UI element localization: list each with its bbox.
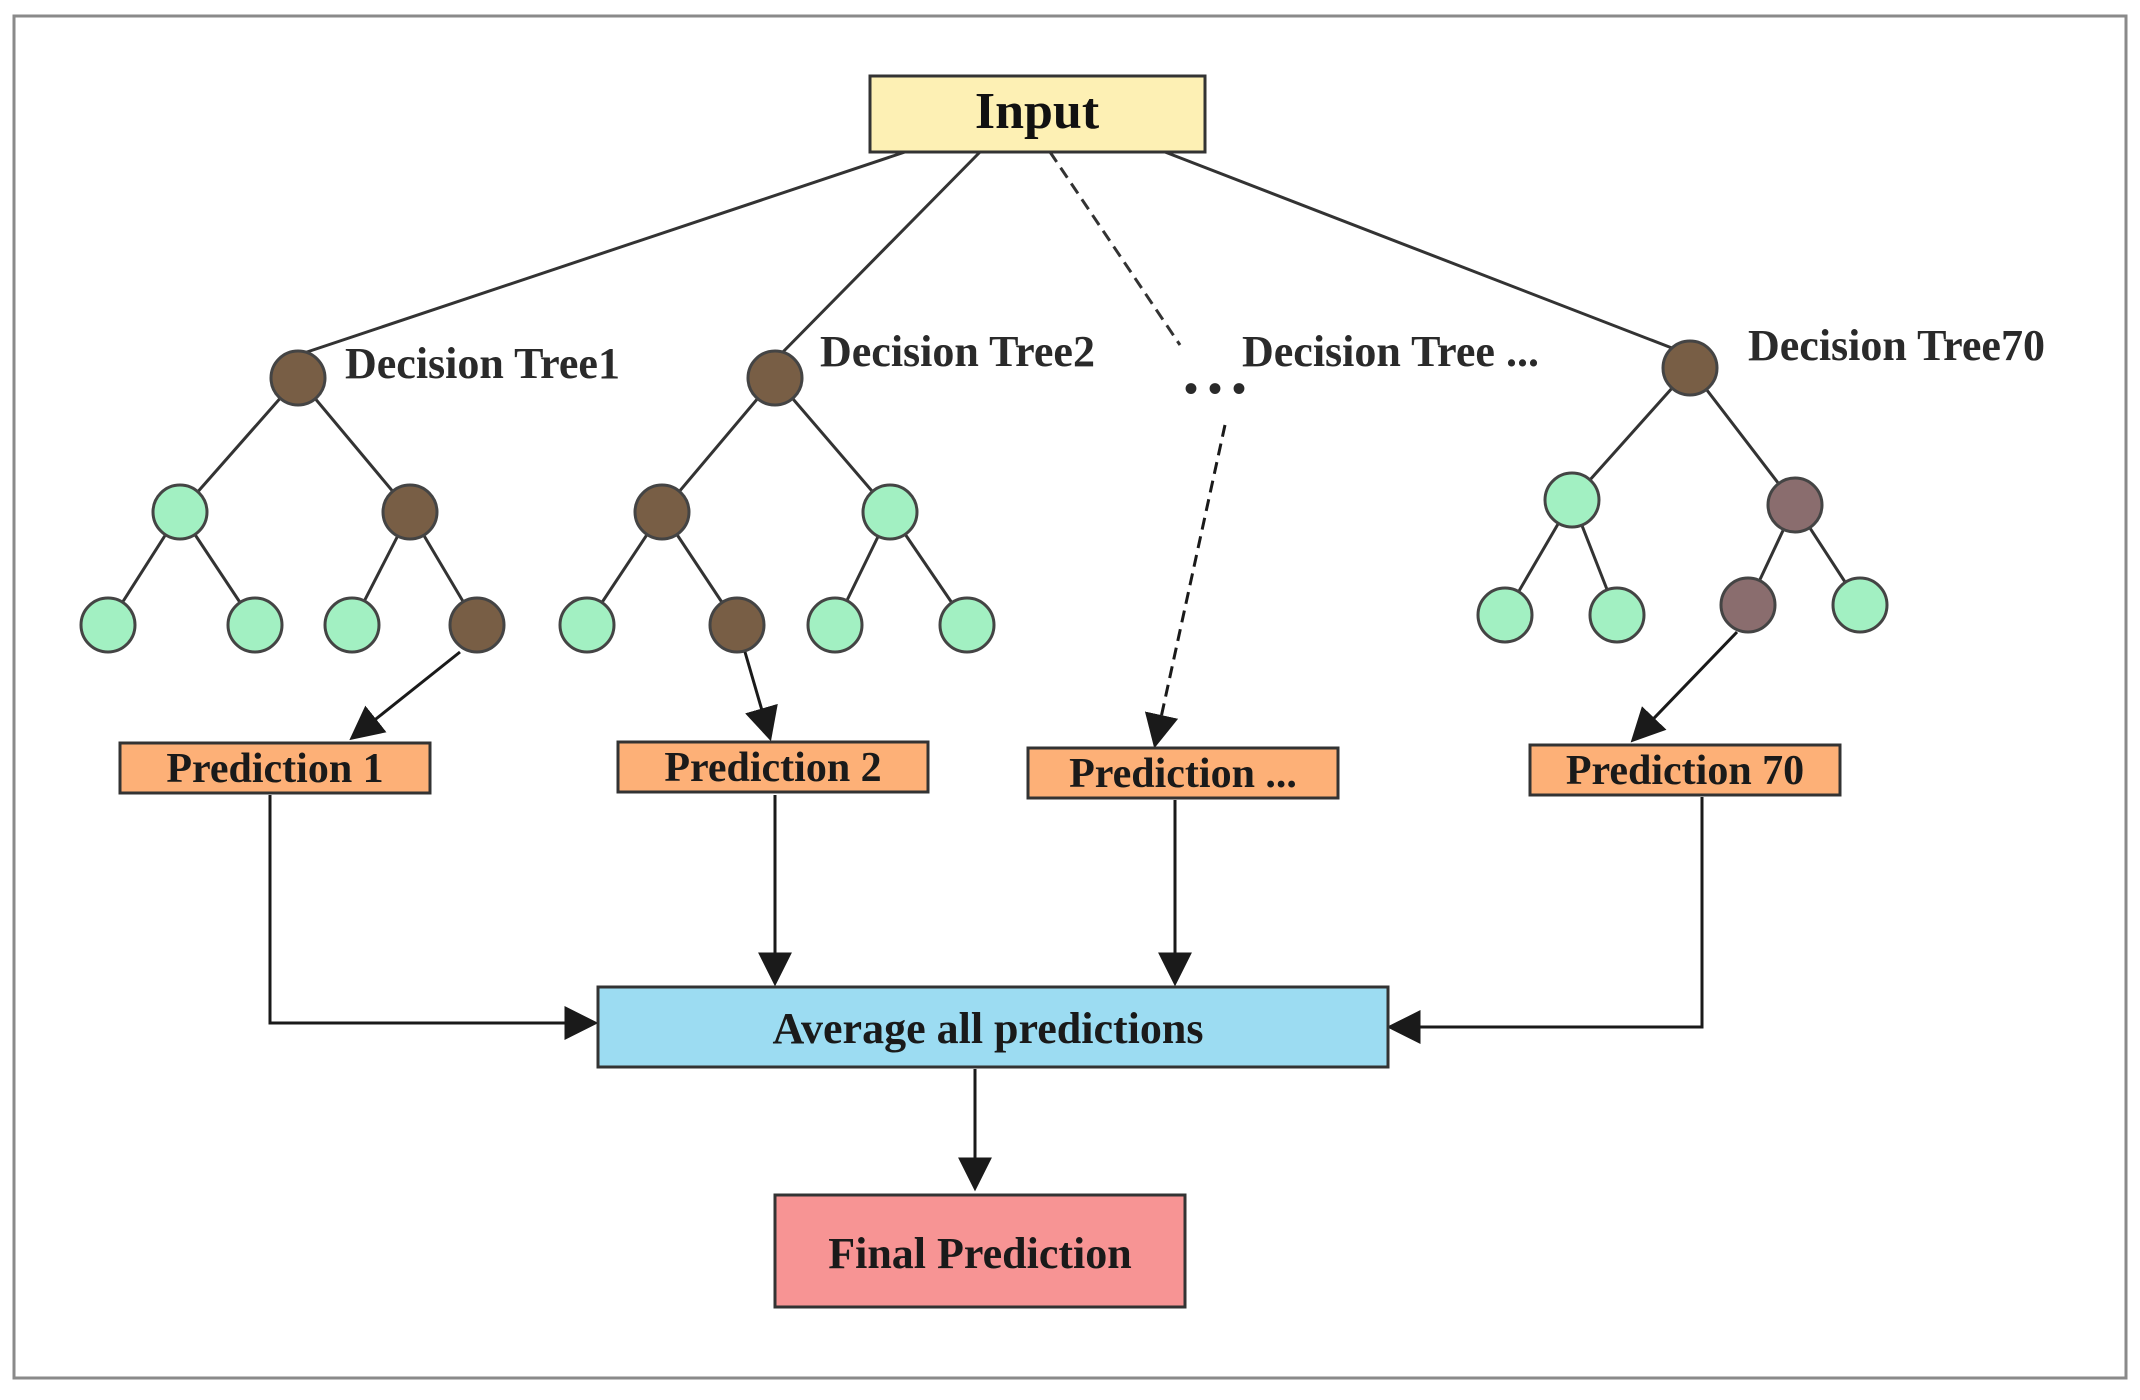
leaf-node: [938, 596, 996, 654]
diagram-frame: [12, 14, 2128, 1380]
decision-node: [1661, 339, 1719, 397]
prediction-box-2: Prediction 2: [616, 740, 930, 794]
leaf-node: [151, 483, 209, 541]
prediction-label-1: Prediction 1: [166, 746, 383, 792]
tree-label-1: Decision Tree1: [345, 339, 620, 388]
connector-prediction70-average: [1386, 797, 1704, 1044]
leaf-node: [558, 596, 616, 654]
decision-node: [708, 596, 766, 654]
prediction-label-2: Prediction 2: [664, 745, 881, 791]
prediction-box-ellipsis: Prediction ...: [1026, 746, 1340, 800]
input-box-shape: [868, 74, 1207, 154]
prediction-box-1: Prediction 1: [118, 741, 432, 795]
tree-to-prediction-arrows: [349, 424, 1739, 749]
leaf-node: [1476, 586, 1534, 644]
tree-2: [558, 349, 996, 654]
arrow-tree1-prediction1: [349, 650, 461, 741]
leaf-node: [1831, 576, 1889, 634]
leaf-node: [861, 483, 919, 541]
connector-input-tree70: [1164, 150, 1691, 357]
decision-node: [633, 483, 691, 541]
leaf-node: [1543, 471, 1601, 529]
decision-node: [448, 596, 506, 654]
input-box: Input: [868, 74, 1207, 154]
input-label: Input: [975, 83, 1100, 140]
input-connectors: [297, 150, 1691, 362]
decision-node: [1719, 576, 1777, 634]
decision-node: [269, 349, 327, 407]
prediction-label-ellipsis: Prediction ...: [1069, 751, 1297, 797]
arrow-ellipsis-prediction: [1144, 424, 1227, 749]
tree-label-70: Decision Tree70: [1748, 321, 2045, 370]
arrow-tree70-prediction70: [1630, 630, 1739, 743]
decision-node: [381, 483, 439, 541]
decision-node: [1766, 476, 1824, 534]
final-label: Final Prediction: [828, 1229, 1132, 1278]
average-label: Average all predictions: [773, 1004, 1204, 1053]
tree-label-2: Decision Tree2: [820, 327, 1095, 376]
connector-prediction1-average: [268, 795, 599, 1040]
leaf-node: [79, 596, 137, 654]
tree-70: [1476, 339, 1889, 644]
leaf-node: [323, 596, 381, 654]
final-box: Final Prediction: [773, 1193, 1187, 1309]
tree-label-ellipsis: Decision Tree ...: [1242, 327, 1539, 376]
ellipsis-dots: • • •: [1184, 366, 1246, 411]
connector-input-tree2: [773, 150, 982, 362]
tree-1: [79, 349, 506, 654]
decision-node: [746, 349, 804, 407]
prediction-label-70: Prediction 70: [1566, 748, 1804, 794]
leaf-node: [226, 596, 284, 654]
average-box: Average all predictions: [596, 985, 1390, 1069]
prediction-box-70: Prediction 70: [1528, 743, 1842, 797]
connector-input-tree-ellipsis: [1048, 151, 1182, 346]
leaf-node: [1588, 586, 1646, 644]
arrow-tree2-prediction2: [743, 651, 778, 742]
connector-input-tree1: [297, 150, 906, 357]
leaf-node: [806, 596, 864, 654]
prediction-to-average-connectors: [268, 795, 1704, 1044]
